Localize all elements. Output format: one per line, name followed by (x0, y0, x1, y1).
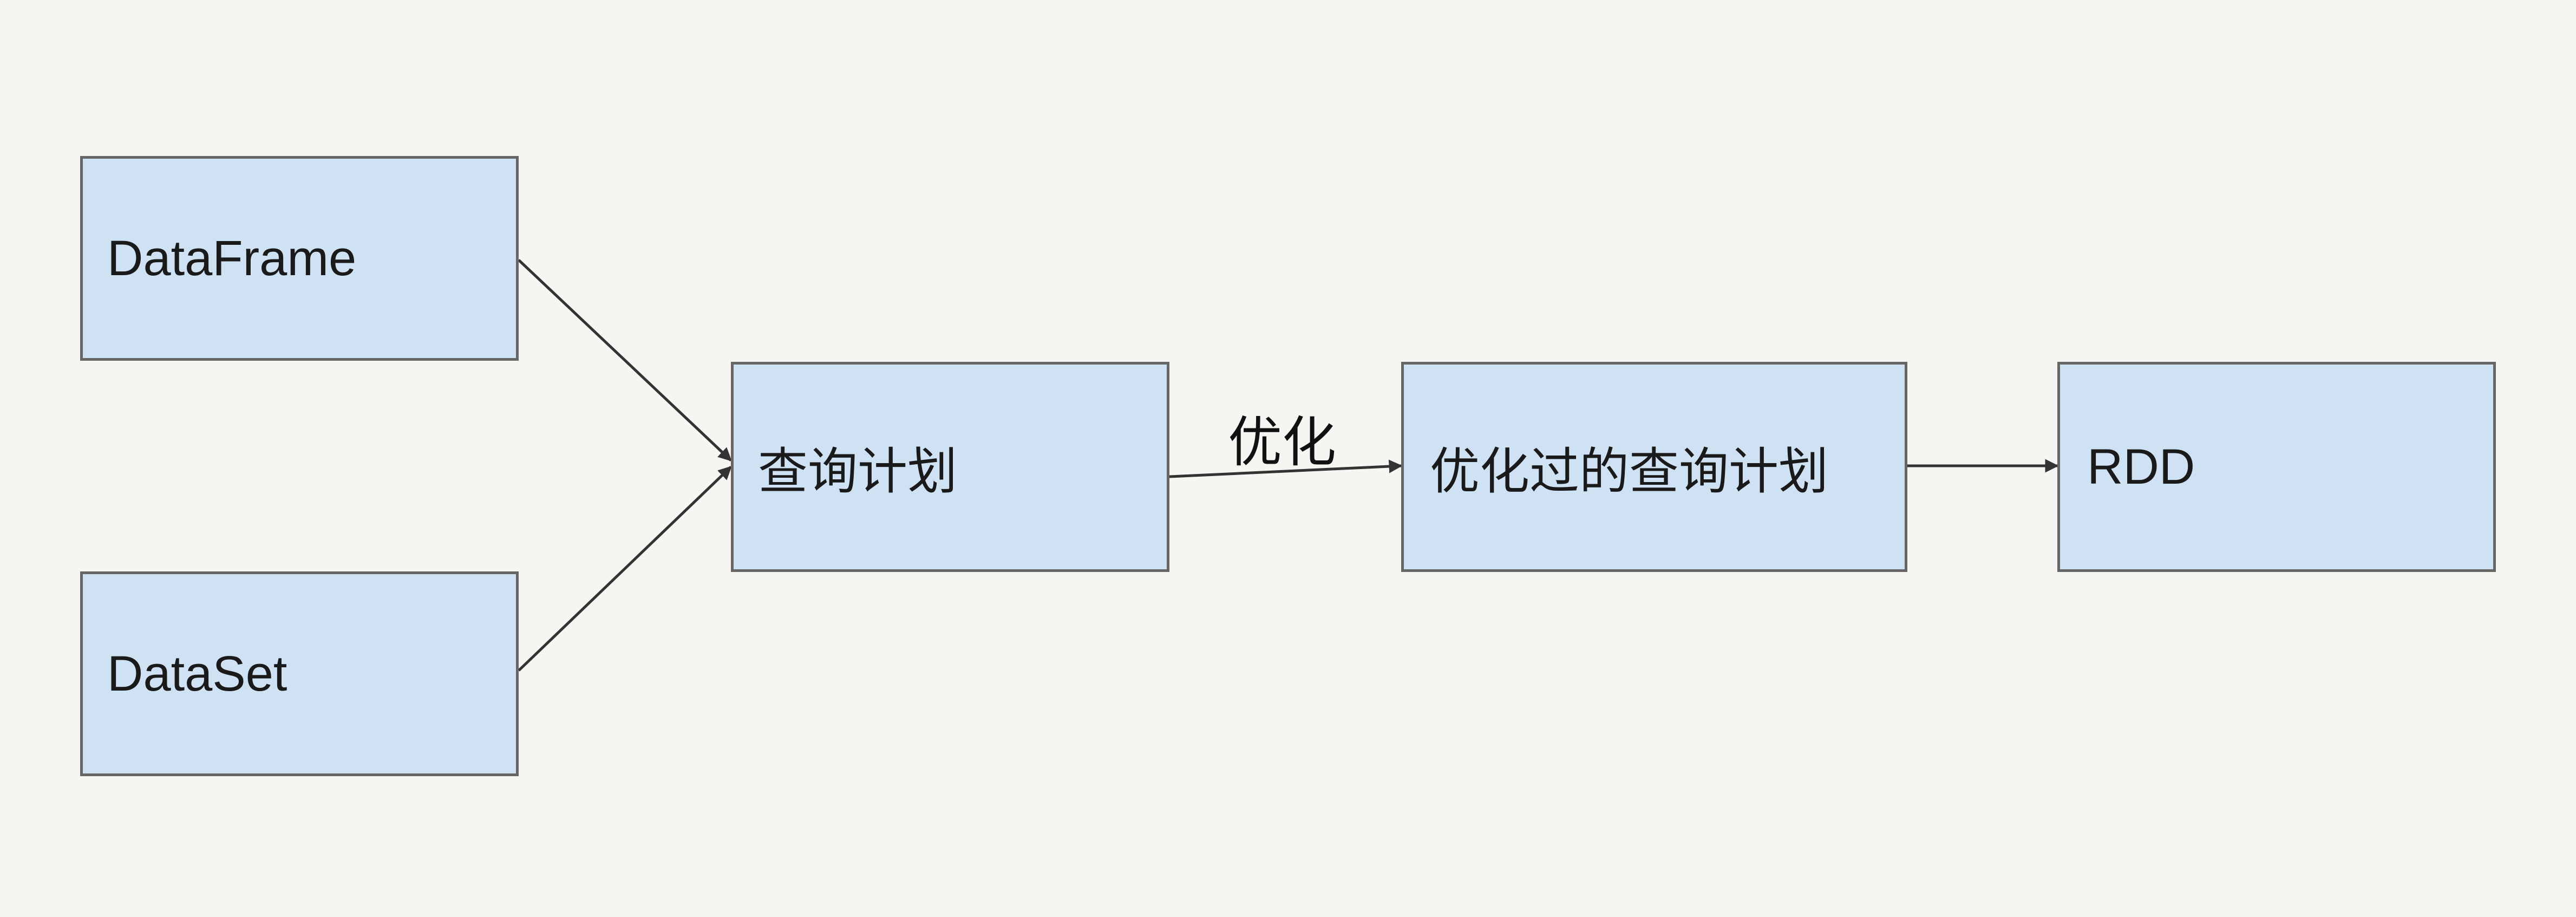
node-optimized-query-plan-label: 优化过的查询计划 (1430, 444, 1829, 499)
edge-dataset-to-plan (518, 466, 732, 672)
node-rdd: RDD (2057, 362, 2496, 572)
node-dataframe: DataFrame (80, 156, 519, 361)
node-rdd-label: RDD (2087, 439, 2195, 495)
node-query-plan: 查询计划 (731, 362, 1169, 572)
node-dataset-label: DataSet (107, 646, 287, 701)
node-optimized-query-plan: 优化过的查询计划 (1401, 362, 1907, 572)
node-dataset: DataSet (80, 571, 519, 776)
node-query-plan-label: 查询计划 (758, 444, 958, 499)
edge-dataframe-to-plan (518, 259, 732, 461)
edge-plan-to-optimized (1169, 459, 1403, 478)
node-dataframe-label: DataFrame (107, 230, 357, 286)
edge-label-optimize: 优化 (1228, 412, 1336, 473)
